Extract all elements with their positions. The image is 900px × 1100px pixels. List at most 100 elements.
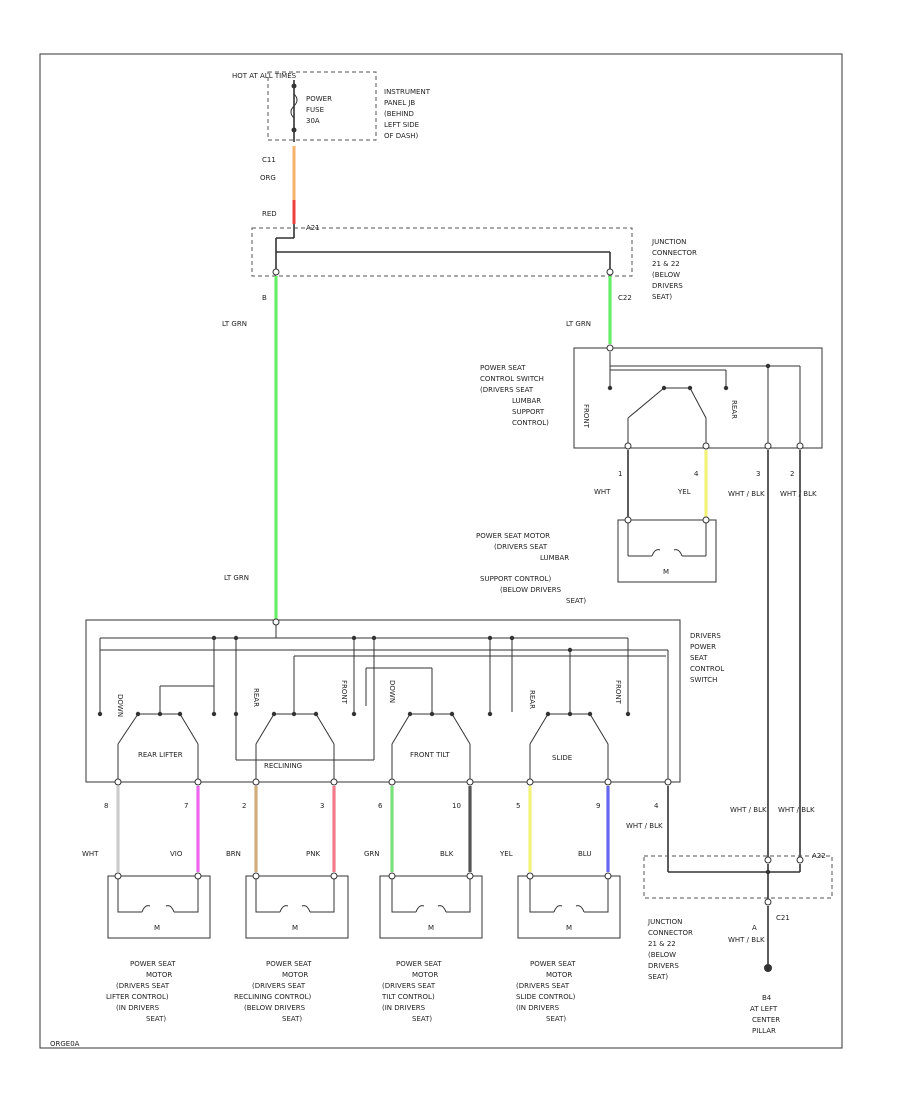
section-rear-label: REAR LIFTER: [138, 751, 183, 759]
lumbar-motor-box: [617, 519, 717, 583]
wire-label-lumbar-yel: YEL: [677, 488, 691, 496]
motor-winding: [117, 879, 199, 913]
junction-bottom-label-3: 21 & 22: [648, 940, 676, 948]
junction-bottom-terminal-right: [796, 856, 804, 864]
wire-label-lumbar-wht: WHT: [594, 488, 611, 496]
lumbar-pin-1: 1: [618, 470, 622, 478]
junction-bottom-circ: C21: [776, 914, 790, 922]
motor-slide-label: POWER SEAT MOTOR (DRIVERS SEAT SLIDE CON…: [516, 960, 576, 1023]
fuse-label-2: FUSE: [306, 106, 324, 114]
reclining-front-label: FRONT: [340, 680, 348, 705]
wire-label-lt-grn-right: LT GRN: [566, 320, 591, 328]
wire-label-blu: BLU: [578, 850, 591, 858]
motor-label-line: SLIDE CONTROL): [516, 993, 576, 1001]
motor-terminal: [252, 872, 260, 880]
wire-label-blk: BLK: [440, 850, 454, 858]
slide-front-label: FRONT: [614, 680, 622, 705]
footer-code: ORGE0A: [50, 1040, 80, 1048]
junction-bottom-label-4: (BELOW: [648, 951, 676, 959]
lumbar-blade-right: [689, 387, 707, 419]
wire-label-pnk: PNK: [306, 850, 320, 858]
motor-winding: [391, 879, 471, 913]
junction-top-label-6: SEAT): [652, 293, 672, 301]
motor-label-line: MOTOR: [546, 971, 572, 979]
pin-terminal: [466, 778, 474, 786]
motor-terminal: [388, 872, 396, 880]
wire-label-main-ground: WHT / BLK: [626, 822, 663, 830]
lumbar-switch-label-2: CONTROL SWITCH: [480, 375, 544, 383]
lumbar-motor-terminal-1: [624, 516, 632, 524]
junction-bottom-label-2: CONNECTOR: [648, 929, 693, 937]
lumbar-motor-label-5: (BELOW DRIVERS: [500, 586, 562, 594]
switch-blade: [529, 713, 549, 745]
motor-label-line: POWER SEAT: [130, 960, 176, 968]
switch-contact: [211, 711, 217, 717]
pin-9: 9: [596, 802, 600, 810]
conn-a21: A21: [306, 224, 320, 232]
fuse-symbol: [290, 93, 298, 119]
switch-contact: [351, 711, 357, 717]
junction-top-label-5: DRIVERS: [652, 282, 683, 290]
lumbar-contact-1: [607, 385, 613, 391]
pin-5: 5: [516, 802, 520, 810]
motor-label-line: SEAT): [546, 1015, 566, 1023]
motor-label-line: (IN DRIVERS: [516, 1004, 560, 1012]
wire-label-lumbar-wht-blk-2: WHT / BLK: [780, 490, 817, 498]
junction-top-label-4: (BELOW: [652, 271, 680, 279]
main-switch-box: [85, 619, 681, 783]
main-switch-label-3: SEAT: [690, 654, 708, 662]
lumbar-rear-label: REAR: [730, 400, 738, 419]
motor-label-line: LIFTER CONTROL): [106, 993, 169, 1001]
motor-slide-m: M: [566, 924, 572, 932]
pin-terminal: [664, 778, 672, 786]
motor-label-line: (IN DRIVERS: [382, 1004, 426, 1012]
wire-label-vio: VIO: [170, 850, 183, 858]
switch-blade: [179, 713, 199, 745]
motor-terminal: [194, 872, 202, 880]
motor-box: [517, 875, 621, 939]
section-slide-label: SLIDE: [552, 754, 572, 762]
lumbar-pin-3-terminal: [764, 442, 772, 450]
junction-top-pin-c-terminal: [606, 268, 614, 276]
motor-box: [107, 875, 211, 939]
main-switch-label-1: DRIVERS: [690, 632, 721, 640]
diagram-frame: [39, 53, 843, 1049]
fuse-label-1: POWER: [306, 95, 332, 103]
main-switch-label-2: POWER: [690, 643, 716, 651]
fuse-location-3: (BEHIND: [384, 110, 414, 118]
motor-terminal: [330, 872, 338, 880]
motor-label-line: TILT CONTROL): [381, 993, 435, 1001]
lumbar-pin-4-terminal: [702, 442, 710, 450]
pin-10: 10: [452, 802, 461, 810]
lumbar-switch-input-terminal: [606, 344, 614, 352]
motor-tilt-label: POWER SEAT MOTOR (DRIVERS SEAT TILT CONT…: [381, 960, 442, 1023]
wire-label-yel: YEL: [499, 850, 513, 858]
junction-bottom-node: [765, 869, 771, 875]
wire-label-lt-grn-main: LT GRN: [224, 574, 249, 582]
junction-top-pin-b-terminal: [272, 268, 280, 276]
motor-terminal: [526, 872, 534, 880]
wire-label-grn: GRN: [364, 850, 380, 858]
main-switch-pin-terminals: [114, 778, 672, 786]
switch-contact: [233, 711, 239, 717]
junction-bottom-pin-a: A: [752, 924, 757, 932]
pin-terminal: [388, 778, 396, 786]
junction-bottom-conn: A22: [812, 852, 826, 860]
motor-box: [379, 875, 483, 939]
junction-top-pin-c: C22: [618, 294, 632, 302]
lumbar-switch-label-1: POWER SEAT: [480, 364, 526, 372]
ground-label-3: CENTER: [752, 1016, 780, 1024]
switch-blade: [391, 713, 411, 745]
lumbar-motor-brush: [651, 549, 683, 557]
junction-bottom-out-terminal: [764, 898, 772, 906]
motor-tilt: M: [379, 872, 483, 939]
pin-terminal: [252, 778, 260, 786]
motor-label-line: POWER SEAT: [396, 960, 442, 968]
wire-label-red: RED: [262, 210, 277, 218]
front-tilt-down-label: DOWN: [388, 680, 396, 703]
ground-point-icon: [764, 964, 772, 972]
junction-top-label-1: JUNCTION: [651, 238, 686, 246]
main-switch-label-5: SWITCH: [690, 676, 717, 684]
lumbar-motor-label-2: (DRIVERS SEAT: [494, 543, 548, 551]
